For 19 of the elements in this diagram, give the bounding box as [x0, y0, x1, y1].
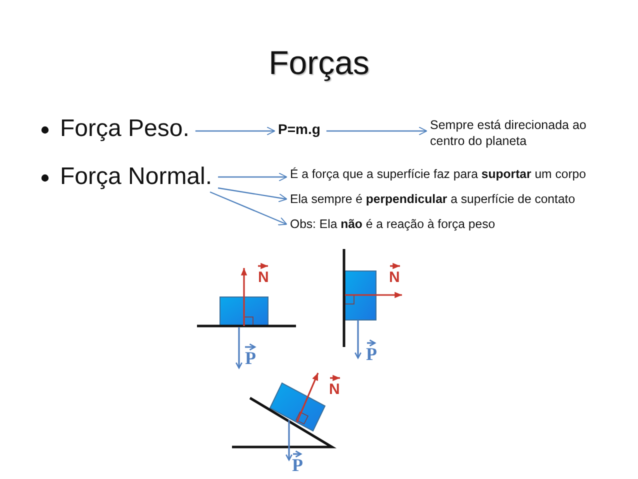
note-text: Sempre está direcionada ao centro do planeta	[430, 118, 588, 150]
arrow	[195, 126, 276, 136]
vector-label: P	[366, 345, 377, 363]
arrow	[210, 191, 288, 226]
note-text: Obs: Ela não é a reação à força peso	[290, 217, 496, 232]
bullet-item: Força Peso.	[60, 115, 190, 144]
arrow	[326, 126, 428, 136]
vector-label: N	[258, 270, 269, 285]
vector-label: N	[389, 270, 400, 285]
bullet-item: Força Normal.	[60, 163, 212, 192]
vector-label: N	[329, 382, 340, 397]
title: Forças	[268, 44, 370, 81]
vector-label: P	[292, 456, 303, 474]
vector-label: P	[245, 349, 256, 367]
note-text: Ela sempre é perpendicular a superfície de contato	[290, 192, 576, 207]
arrow	[218, 172, 288, 182]
note-text: É a força que a superfície faz para suportar um corpo	[290, 167, 586, 182]
formula: P=m.g	[278, 121, 320, 138]
arrow	[218, 187, 288, 202]
